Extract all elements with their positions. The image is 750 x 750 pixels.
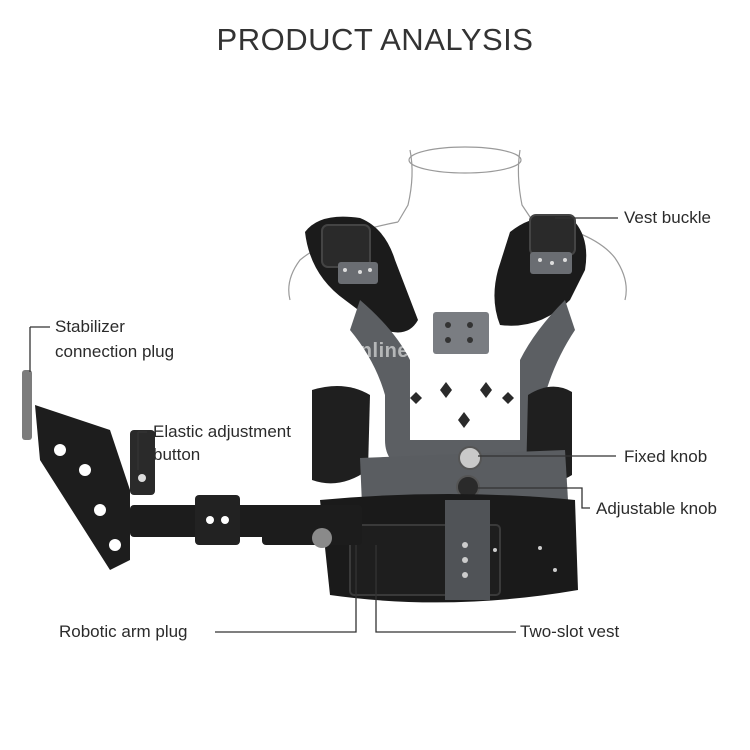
label-fixed-knob: Fixed knob — [624, 447, 708, 466]
label-elastic-line1: Elastic adjustment — [153, 422, 291, 441]
leader-lines — [29, 217, 618, 633]
right-shoulder-pad — [494, 214, 587, 326]
leader-robotic-arm — [215, 545, 357, 633]
label-adjustable-knob: Adjustable knob — [596, 499, 717, 518]
label-stabilizer-line1: Stabilizer — [55, 317, 125, 336]
label-elastic-line2: button — [153, 445, 201, 464]
watermark-text: sunsky-online — [268, 340, 409, 362]
label-stabilizer-line2: connection plug — [55, 342, 175, 361]
leader-adjustable-knob — [478, 487, 590, 509]
lower-waist-pad — [320, 494, 578, 603]
waist-plate — [360, 446, 568, 505]
label-vest-buckle: Vest buckle — [624, 208, 711, 227]
leader-two-slot — [375, 545, 516, 633]
label-robotic-arm-plug: Robotic arm plug — [59, 622, 188, 641]
metal-frame — [350, 300, 575, 470]
label-two-slot-vest: Two-slot vest — [520, 622, 620, 641]
page-title: PRODUCT ANALYSIS — [216, 22, 534, 57]
robotic-arm — [22, 370, 362, 570]
left-shoulder-pad — [305, 216, 418, 333]
